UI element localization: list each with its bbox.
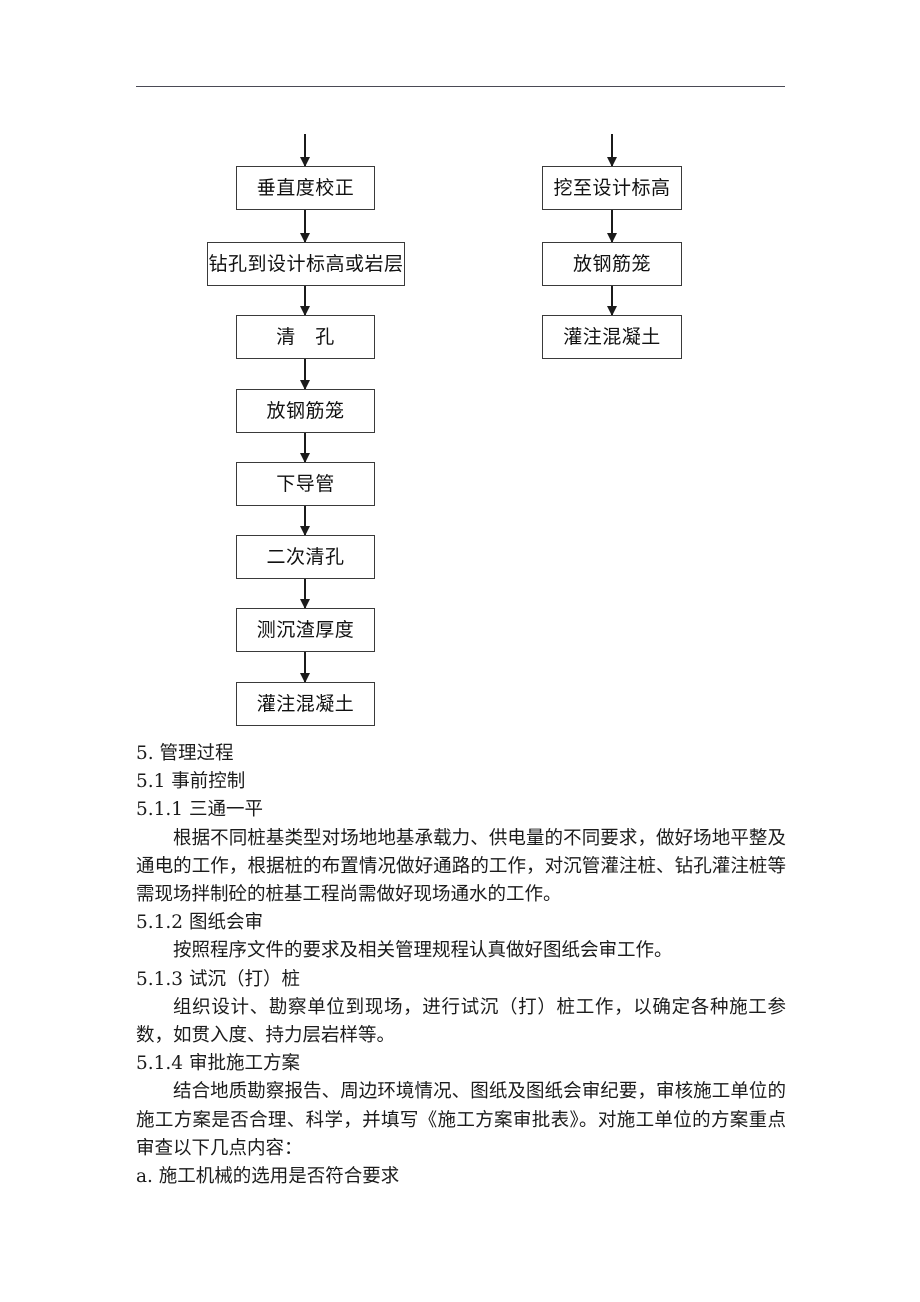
- flow-arrow-right-entry: [611, 134, 613, 166]
- heading-5: 5. 管理过程: [136, 743, 234, 764]
- flow-node-left-2[interactable]: 钻孔到设计标高或岩层: [207, 242, 405, 286]
- flow-arrow-right-1-2: [611, 210, 613, 242]
- paragraph-5-1-3: 组织设计、勘察单位到现场，进行试沉（打）桩工作，以确定各种施工参数，如贯入度、持…: [136, 996, 786, 1047]
- flow-arrow-left-4-5: [304, 433, 306, 462]
- flow-node-left-6[interactable]: 二次清孔: [236, 535, 375, 579]
- paragraph-5-1-2: 按照程序文件的要求及相关管理规程认真做好图纸会审工作。: [173, 940, 673, 962]
- flow-arrow-left-1-2: [304, 210, 306, 242]
- paragraph-5-1-1: 根据不同桩基类型对场地地基承载力、供电量的不同要求，做好场地平整及通电的工作，根…: [136, 827, 786, 906]
- heading-5-1-2: 5.1.2 图纸会审: [136, 912, 263, 934]
- flow-node-right-1[interactable]: 挖至设计标高: [542, 166, 682, 210]
- heading-5-1: 5.1 事前控制: [136, 771, 246, 793]
- flow-node-left-5[interactable]: 下导管: [236, 462, 375, 506]
- header-divider: [136, 86, 785, 87]
- flow-node-left-3[interactable]: 清 孔: [236, 315, 375, 359]
- list-item-a: a. 施工机械的选用是否符合要求: [136, 1166, 400, 1188]
- flow-arrow-left-3-4: [304, 359, 306, 389]
- heading-5-1-1: 5.1.1 三通一平: [136, 799, 263, 821]
- flow-node-left-8[interactable]: 灌注混凝土: [236, 682, 375, 726]
- flow-arrow-left-5-6: [304, 506, 306, 535]
- flow-arrow-left-6-7: [304, 579, 306, 608]
- flow-node-right-2[interactable]: 放钢筋笼: [542, 242, 682, 286]
- flow-node-left-7[interactable]: 测沉渣厚度: [236, 608, 375, 652]
- flow-arrow-right-2-3: [611, 286, 613, 315]
- flow-arrow-left-7-8: [304, 652, 306, 682]
- flow-node-right-3[interactable]: 灌注混凝土: [542, 315, 682, 359]
- flow-node-left-4[interactable]: 放钢筋笼: [236, 389, 375, 433]
- flow-node-left-1[interactable]: 垂直度校正: [236, 166, 375, 210]
- heading-5-1-4: 5.1.4 审批施工方案: [136, 1053, 300, 1075]
- body-text-block: 5. 管理过程 5.1 事前控制 5.1.1 三通一平 根据不同桩基类型对场地地…: [136, 740, 786, 1191]
- pile-construction-flowchart: 垂直度校正 钻孔到设计标高或岩层 清 孔 放钢筋笼 下导管 二次清孔 测沉渣厚度…: [0, 0, 920, 740]
- heading-5-1-3: 5.1.3 试沉（打）桩: [136, 968, 300, 990]
- flow-arrow-left-2-3: [304, 286, 306, 315]
- paragraph-5-1-4: 结合地质勘察报告、周边环境情况、图纸及图纸会审纪要，审核施工单位的施工方案是否合…: [136, 1081, 786, 1159]
- flow-arrow-left-entry: [304, 134, 306, 166]
